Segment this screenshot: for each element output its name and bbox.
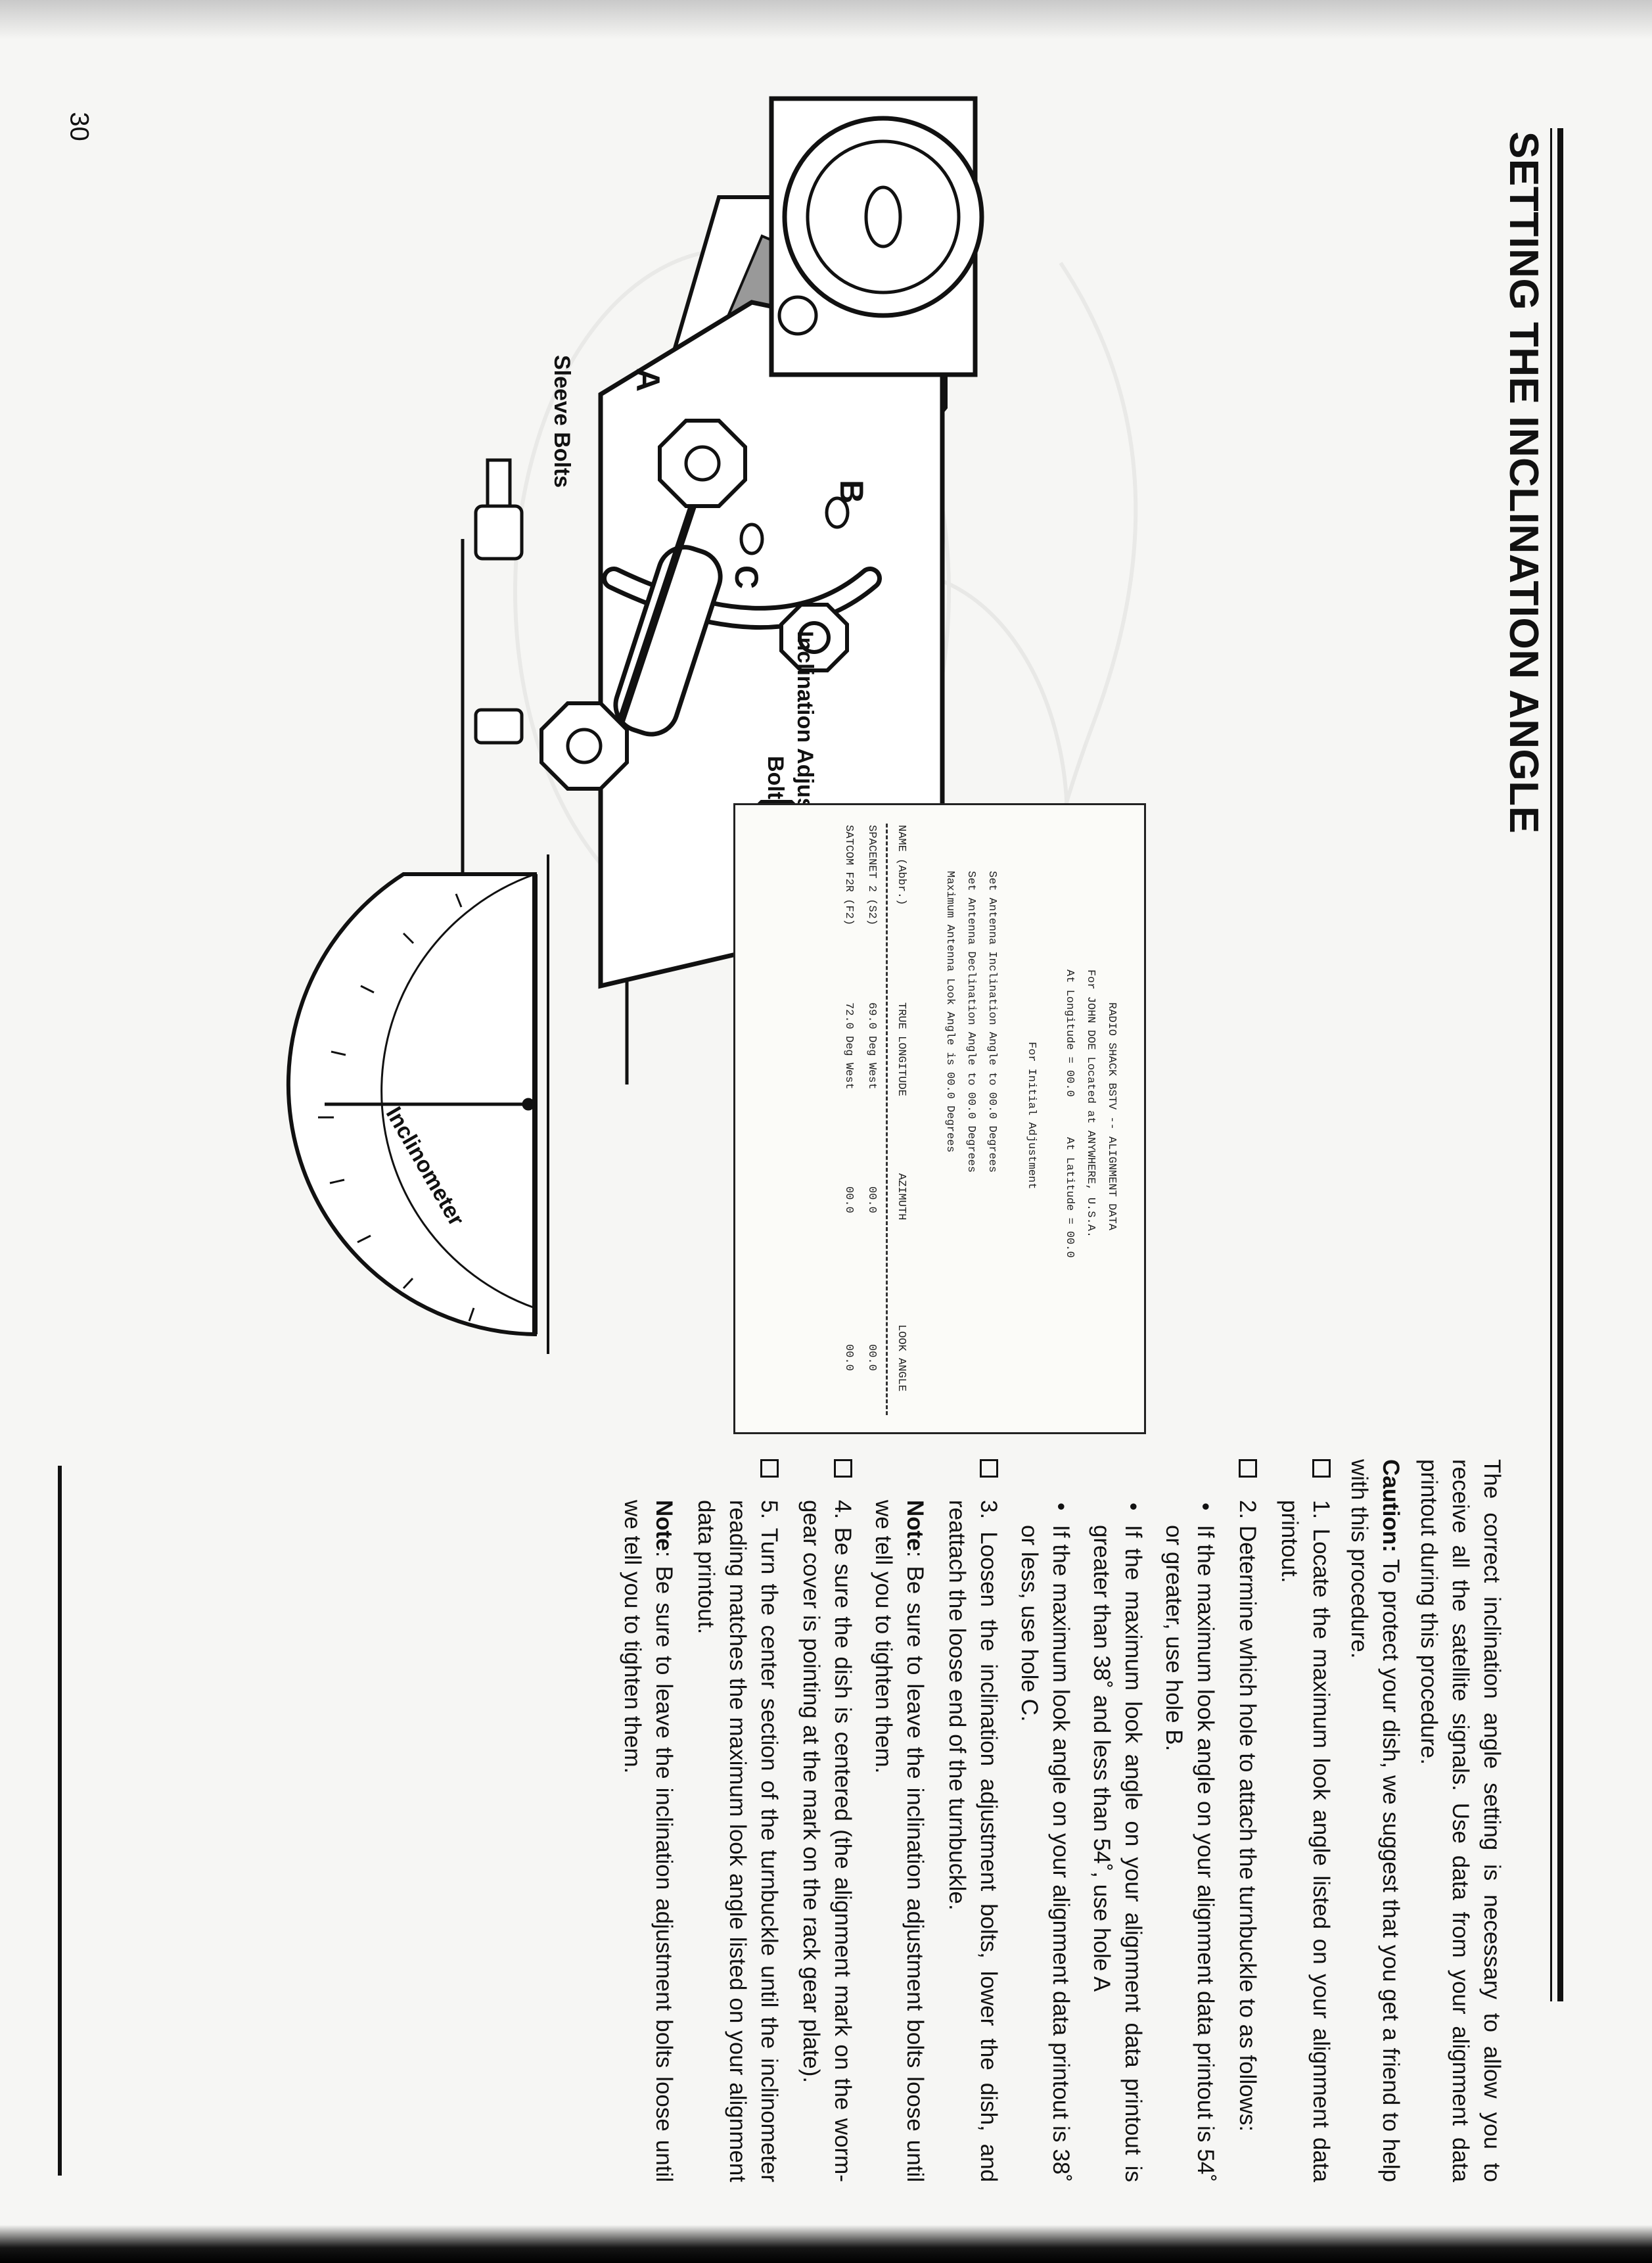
- printout-row-1-longitude: 69.0 Deg West: [865, 1002, 878, 1090]
- step-4-text: 4. Be sure the dish is centered (the ali…: [798, 1500, 856, 2182]
- checkbox-icon[interactable]: [980, 1459, 998, 1478]
- step-2: 2. Determine which hole to attach the tu…: [1231, 1459, 1263, 2182]
- checkbox-icon[interactable]: [834, 1459, 852, 1478]
- printout-line-1: Set Antenna Inclination Angle to 00.0 De…: [986, 871, 998, 1173]
- bullet-hole-a-text: If the maximum look angle on your alignm…: [1089, 1525, 1146, 2182]
- printout-col-longitude: TRUE LONGITUDE: [895, 1002, 907, 1096]
- turnbuckle: [539, 419, 747, 791]
- printout-row-1-name: SPACENET 2 (S2): [865, 825, 878, 926]
- printout-row-1-azimuth: 00.0: [865, 1186, 878, 1213]
- caution-paragraph: Caution: To protect your dish, we sugges…: [1343, 1459, 1406, 2182]
- note-1: Note: Be sure to leave the inclination a…: [867, 1459, 930, 2182]
- note-label: Note: [902, 1500, 928, 1551]
- hole-b: [825, 496, 850, 529]
- inclination-adjustment-bolt: [779, 603, 849, 672]
- step-3-text: 3. Loosen the inclination adjustment bol…: [944, 1500, 1001, 2182]
- printout-header-3: At Longitude = 00.0 At Latitude = 00.0: [1063, 969, 1076, 1258]
- printout-row-2-azimuth: 00.0: [842, 1186, 855, 1213]
- instructions-column: The correct inclination angle setting is…: [607, 1459, 1507, 2182]
- alignment-data-printout: RADIO SHACK BSTV -- ALIGNMENT DATA For J…: [733, 803, 1146, 1434]
- intro-paragraph: The correct inclination angle setting is…: [1416, 1459, 1505, 2182]
- worm-gear-housing: [769, 96, 984, 377]
- note-1-text: : Be sure to leave the inclination adjus…: [871, 1500, 928, 2182]
- note-2-text: : Be sure to leave the inclination adjus…: [620, 1500, 677, 2182]
- scan-top-edge: [0, 0, 1652, 39]
- step-4: 4. Be sure the dish is centered (the ali…: [795, 1459, 858, 2182]
- printout-header-1: RADIO SHACK BSTV -- ALIGNMENT DATA: [1105, 1002, 1118, 1230]
- bullet-icon: •: [1048, 1503, 1074, 1511]
- bullet-hole-c-text: If the maximum look angle on your alignm…: [1017, 1525, 1074, 2182]
- scan-bottom-edge: [0, 2225, 1652, 2263]
- inclinometer: [286, 854, 549, 1354]
- sleeve-bolts: [474, 458, 524, 745]
- step-5: 5. Turn the center section of the turnbu…: [690, 1459, 785, 2182]
- printout-line-3: Maximum Antenna Look Angle is 00.0 Degre…: [944, 871, 956, 1153]
- caution-label: Caution:: [1378, 1459, 1404, 1552]
- printout-row-2-longitude: 72.0 Deg West: [842, 1002, 855, 1090]
- printout-header-4: For Initial Adjustment: [1025, 1042, 1038, 1190]
- note-label: Note: [651, 1500, 677, 1551]
- printout-row-1-look-angle: 00.0: [865, 1344, 878, 1371]
- label-a: A: [630, 368, 666, 392]
- hole-c: [739, 523, 764, 555]
- column-bottom-rule: [58, 1466, 62, 2176]
- step-5-text: 5. Turn the center section of the turnbu…: [693, 1500, 782, 2182]
- step-2-text: 2. Determine which hole to attach the tu…: [1235, 1500, 1260, 2132]
- bullet-hole-b: • If the maximum look angle on your align…: [1158, 1459, 1221, 2182]
- bullet-hole-a: • If the maximum look angle on your align…: [1086, 1459, 1149, 2182]
- note-2: Note: Be sure to leave the inclination a…: [616, 1459, 679, 2182]
- bullet-hole-c: • If the maximum look angle on your align…: [1013, 1459, 1076, 2182]
- printout-header-2: For JOHN DOE Located at ANYWHERE, U.S.A.: [1084, 969, 1097, 1238]
- step-1: 1. Locate the maximum look angle listed …: [1273, 1459, 1337, 2182]
- printout-col-look-angle: LOOK ANGLE: [895, 1324, 907, 1392]
- bullet-icon: •: [1120, 1503, 1146, 1511]
- bullet-hole-b-text: If the maximum look angle on your alignm…: [1161, 1525, 1218, 2182]
- label-sleeve-bolts: Sleeve Bolts: [549, 355, 574, 488]
- printout-row-2-name: SATCOM F2R (F2): [842, 825, 855, 926]
- step-3: 3. Loosen the inclination adjustment bol…: [941, 1459, 1004, 2182]
- bullet-icon: •: [1193, 1503, 1218, 1511]
- printout-col-name: NAME (Abbr.): [895, 825, 907, 906]
- printout-separator: [886, 824, 888, 1415]
- step-1-text: 1. Locate the maximum look angle listed …: [1277, 1500, 1334, 2182]
- checkbox-icon[interactable]: [760, 1459, 779, 1478]
- printout-line-2: Set Antenna Declination Angle to 00.0 De…: [965, 871, 977, 1173]
- label-inclination-bolts-2: Bolts: [763, 756, 788, 812]
- checkbox-icon[interactable]: [1239, 1459, 1257, 1478]
- checkbox-icon[interactable]: [1312, 1459, 1331, 1478]
- printout-row-2-look-angle: 00.0: [842, 1344, 855, 1371]
- caution-text: To protect your dish, we suggest that yo…: [1346, 1459, 1404, 2182]
- printout-col-azimuth: AZIMUTH: [895, 1173, 907, 1221]
- label-b: B: [833, 480, 870, 503]
- label-c: C: [728, 565, 765, 589]
